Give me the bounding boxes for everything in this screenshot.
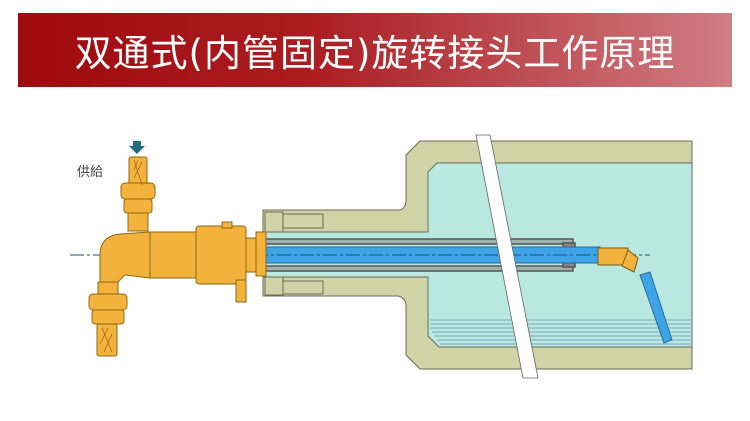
supply-arrow-icon — [129, 141, 145, 154]
water-level-lines — [430, 319, 692, 345]
hatching — [99, 159, 143, 353]
rotary-joint-diagram — [70, 134, 693, 379]
title-banner: 双通式(内管固定)旋转接头工作原理 — [18, 13, 732, 87]
rotary-joint — [88, 156, 267, 357]
spray-nozzle — [597, 247, 673, 344]
page-title: 双通式(内管固定)旋转接头工作原理 — [74, 32, 676, 75]
supply-label: 供給 — [77, 165, 104, 180]
flange-blocks — [264, 211, 324, 296]
break-line — [475, 134, 539, 379]
